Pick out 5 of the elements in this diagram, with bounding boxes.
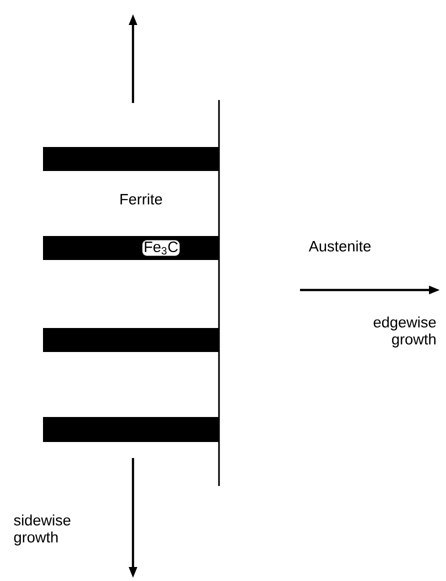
text-label: Austenite: [308, 240, 371, 252]
text-label: sidewise growth: [14, 514, 70, 546]
phase-label: Fe$_{3}$C: [142, 240, 180, 256]
text-label: edgewise growth: [374, 316, 436, 348]
text-label: Ferrite: [120, 194, 162, 204]
